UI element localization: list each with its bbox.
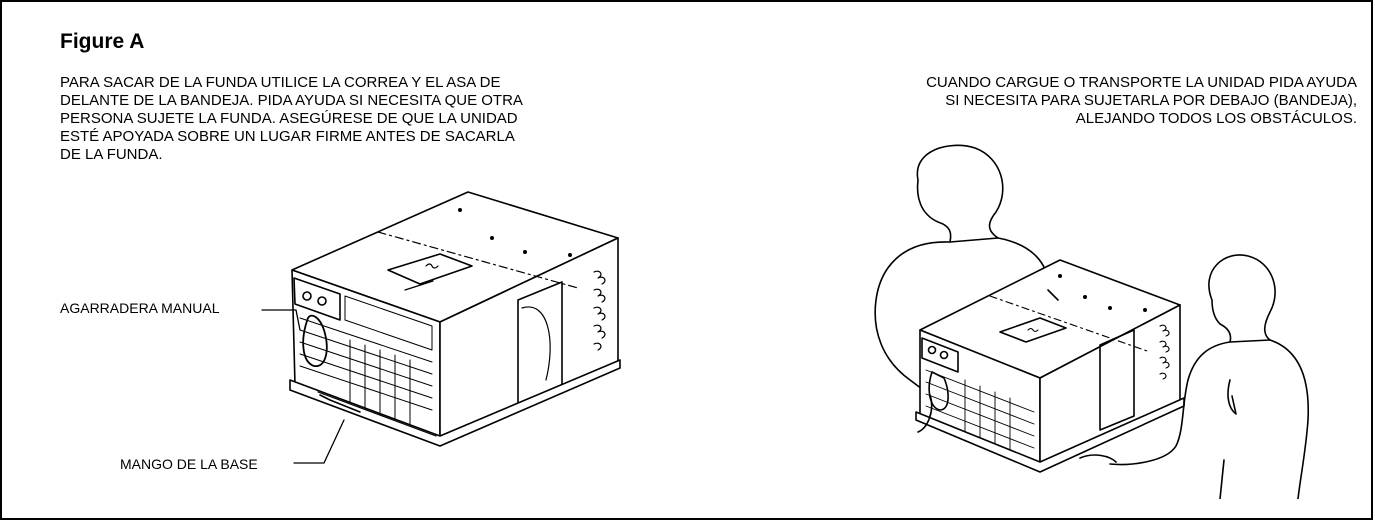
right-instructions: CUANDO CARGUE O TRANSPORTE LA UNIDAD PID… — [757, 74, 1357, 128]
illustration-canvas — [261, 144, 1310, 499]
left-instructions-line: PARA SACAR DE LA FUNDA UTILICE LA CORREA… — [60, 74, 501, 91]
ac-unit-illustration — [289, 191, 621, 447]
left-instructions-line: PERSONA SUJETE LA FUNDA. ASEGÚRESE DE QU… — [60, 110, 518, 127]
callout-leader-base — [293, 419, 345, 464]
callout-hand-grip: AGARRADERA MANUAL — [60, 300, 220, 316]
figure-title: Figure A — [60, 30, 145, 53]
left-instructions-line: DELANTE DE LA BANDEJA. PIDA AYUDA SI NEC… — [60, 92, 523, 109]
callout-leader-grip — [261, 309, 301, 331]
people-carrying-illustration — [874, 144, 1310, 499]
left-instructions-line: ESTÉ APOYADA SOBRE UN LUGAR FIRME ANTES … — [60, 128, 515, 145]
right-instructions-line: SI NECESITA PARA SUJETARLA POR DEBAJO (B… — [945, 92, 1357, 109]
left-instructions: PARA SACAR DE LA FUNDA UTILICE LA CORREA… — [60, 74, 620, 164]
callout-base-handle: MANGO DE LA BASE — [120, 456, 258, 472]
left-instructions-line: DE LA FUNDA. — [60, 146, 163, 163]
right-instructions-line: CUANDO CARGUE O TRANSPORTE LA UNIDAD PID… — [926, 74, 1357, 91]
right-instructions-line: ALEJANDO TODOS LOS OBSTÁCULOS. — [1075, 110, 1357, 127]
